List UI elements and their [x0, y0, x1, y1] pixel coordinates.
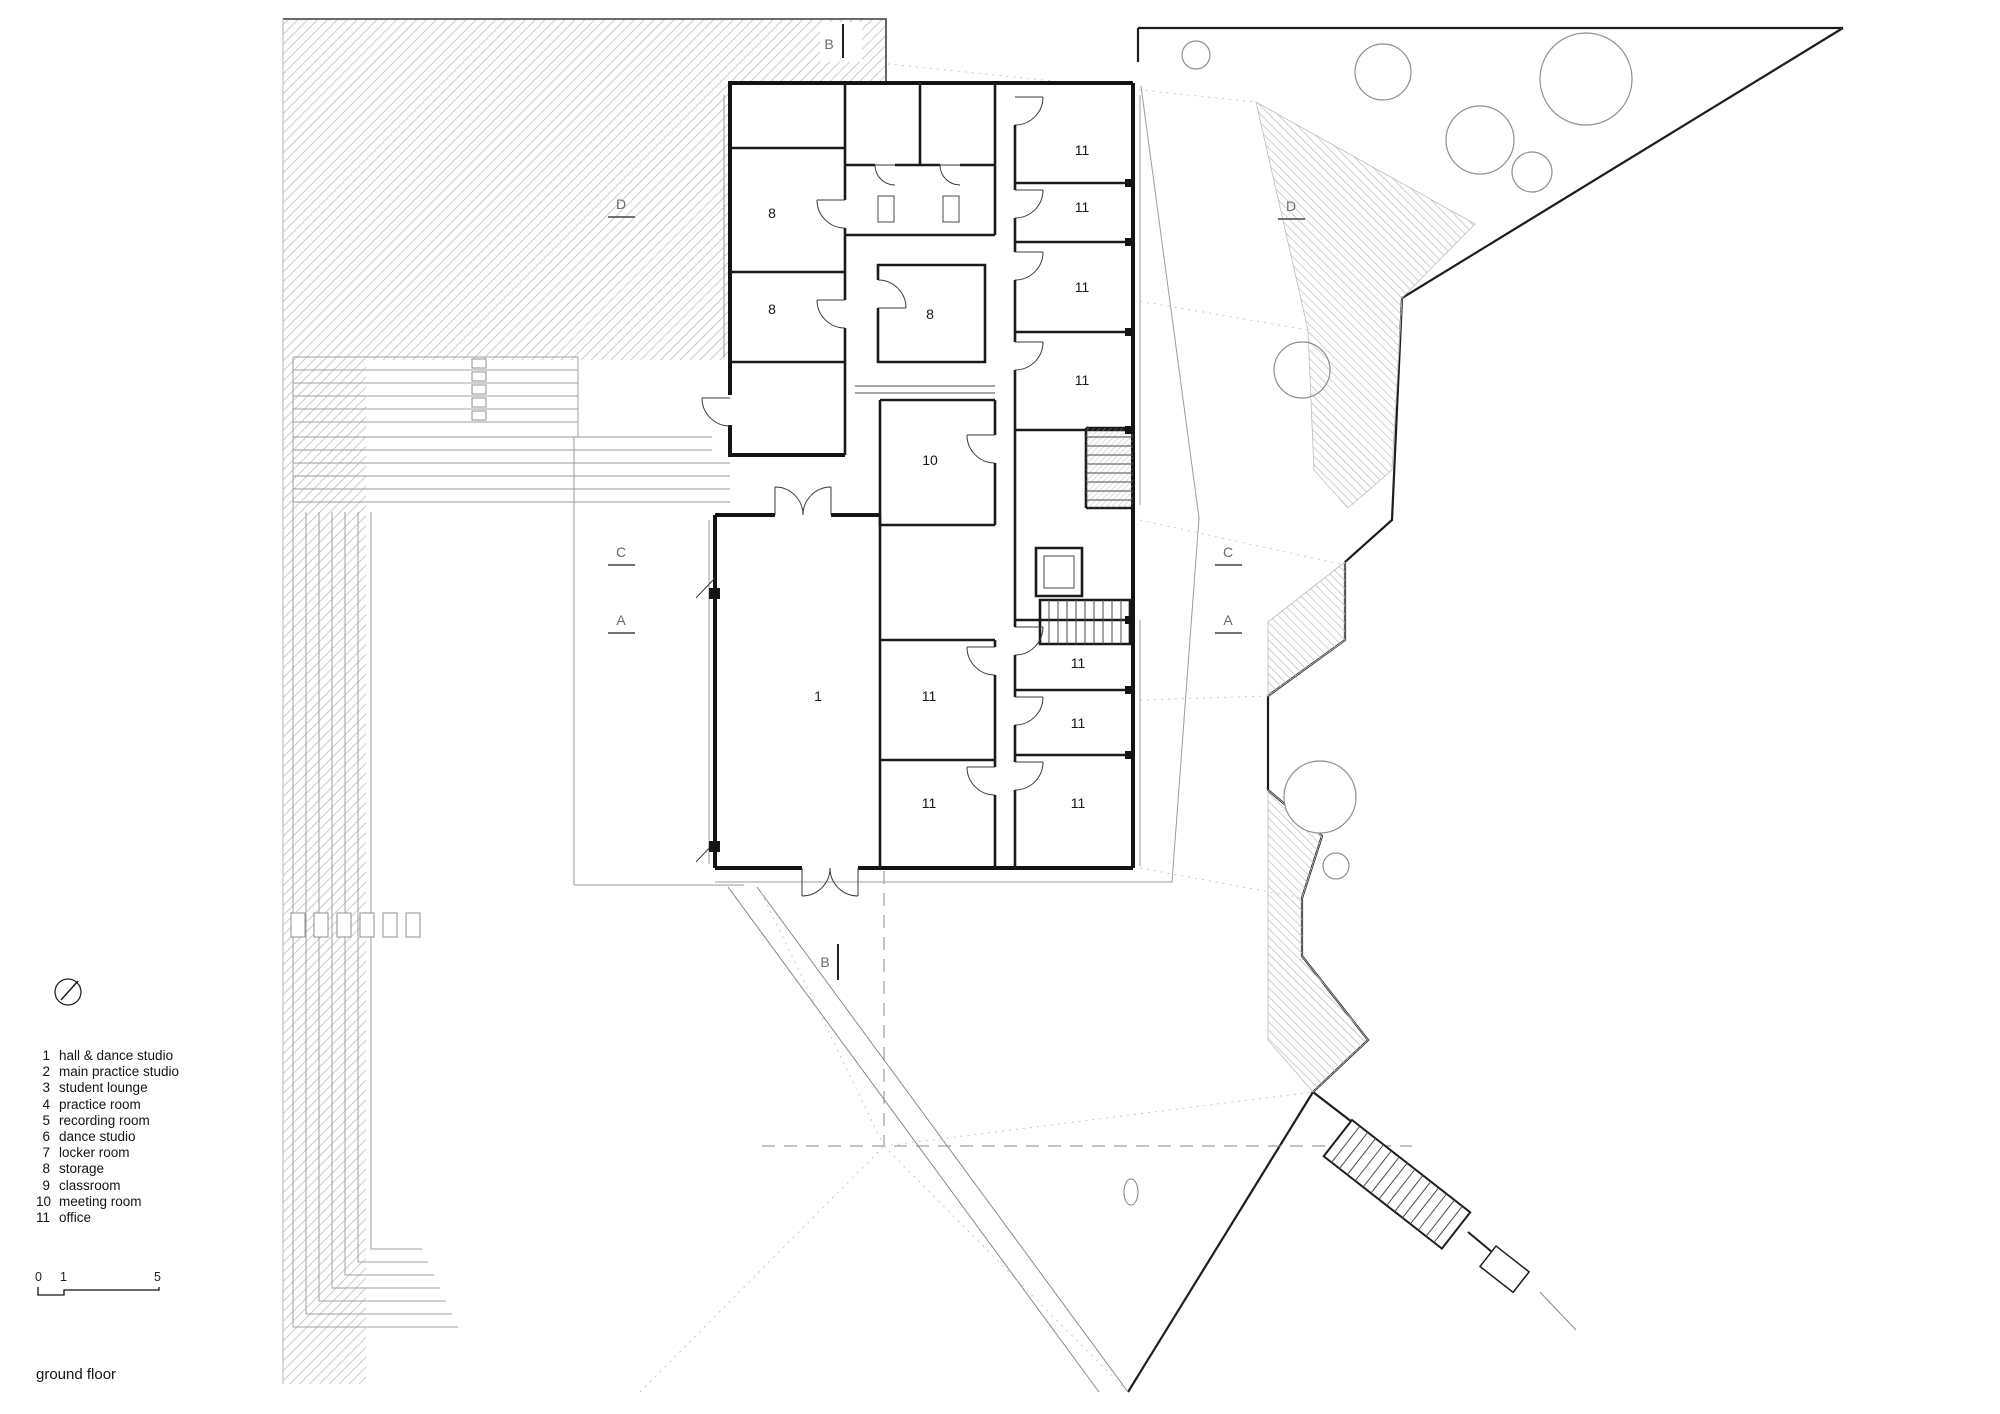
room-label-storage-c: 8: [926, 306, 934, 322]
legend-item: 4 practice room: [36, 1097, 179, 1113]
section-marker-d-right: D: [1286, 198, 1296, 214]
section-markers: B D D C C A A B: [608, 22, 1305, 980]
room-label-office-7: 11: [1071, 715, 1086, 731]
room-label-storage-a: 8: [768, 205, 776, 221]
terrace-steps: [292, 356, 579, 1328]
section-marker-c-right: C: [1223, 544, 1233, 560]
legend-item-number: 7: [42, 1145, 50, 1161]
section-marker-d-left: D: [616, 196, 626, 212]
legend-item-label: classroom: [59, 1177, 121, 1193]
legend-item-number: 9: [42, 1177, 50, 1193]
legend-item-label: storage: [59, 1161, 105, 1177]
stair-secondary: [1048, 600, 1122, 644]
toilet-fixtures: [855, 195, 995, 394]
columns: [709, 179, 1133, 852]
room-labels: 8 8 8 10 11 11 11 11 1 11 11 11 11 11: [768, 142, 1089, 811]
legend-item-label: main practice studio: [59, 1064, 180, 1080]
section-marker-b-bottom: B: [820, 954, 829, 970]
pond-icon: [1322, 852, 1350, 880]
walkway-hatch: [1255, 101, 1476, 1093]
room-label-office-9: 11: [1071, 795, 1086, 811]
legend-item-number: 8: [42, 1161, 50, 1177]
legend-item-number: 2: [42, 1064, 50, 1080]
legend-item: 6 dance studio: [36, 1129, 179, 1145]
north-arrow-icon: [54, 978, 82, 1006]
legend-item-number: 3: [42, 1080, 50, 1096]
room-label-office-5: 11: [922, 688, 937, 704]
tree-icon: [1181, 40, 1211, 70]
plaza-lines: [639, 63, 1412, 1393]
legend-item-label: recording room: [59, 1112, 150, 1128]
site-hatch-area: [282, 18, 887, 1384]
legend-item-label: dance studio: [59, 1129, 136, 1145]
section-marker-a-right: A: [1223, 612, 1233, 628]
legend-item: 8 storage: [36, 1161, 179, 1177]
legend: 1 hall & dance studio 2 main practice stud…: [36, 1048, 179, 1226]
room-label-office-8: 11: [922, 795, 937, 811]
room-label-office-3: 11: [1075, 279, 1090, 295]
legend-item-number: 1: [42, 1048, 50, 1063]
pond-icon: [1283, 760, 1357, 834]
legend-item: 7 locker room: [36, 1145, 179, 1161]
legend-item: 9 classroom: [36, 1178, 179, 1194]
room-label-storage-b: 8: [768, 301, 776, 317]
legend-item: 1 hall & dance studio: [36, 1048, 179, 1064]
tree-circles: [1181, 32, 1633, 880]
room-label-office-6: 11: [1071, 655, 1086, 671]
stair-main: [1086, 428, 1133, 508]
legend-item-label: office: [59, 1210, 92, 1226]
tree-icon: [1511, 151, 1553, 193]
room-label-meeting-room: 10: [922, 452, 938, 468]
legend-item: 5 recording room: [36, 1113, 179, 1129]
legend-item-number: 6: [42, 1129, 50, 1145]
elevator: [1043, 555, 1075, 589]
section-marker-a-left: A: [616, 612, 626, 628]
legend-item-label: hall & dance studio: [59, 1048, 174, 1063]
legend-item: 2 main practice studio: [36, 1064, 179, 1080]
scale-bar: 0 1 5: [35, 1270, 161, 1296]
site-stair: [1322, 1118, 1577, 1331]
legend-item-number: 10: [36, 1193, 52, 1209]
door-swings: [695, 96, 1044, 897]
drawing-title: ground floor: [36, 1366, 117, 1383]
legend-item-label: student lounge: [59, 1080, 148, 1096]
legend-item-label: practice room: [59, 1096, 141, 1112]
scale-tick-0: 0: [35, 1270, 42, 1284]
tree-icon: [1445, 105, 1515, 175]
tree-icon: [1273, 341, 1331, 399]
room-label-hall: 1: [814, 688, 822, 704]
tree-icon: [1354, 43, 1412, 101]
legend-item: 3 student lounge: [36, 1080, 179, 1096]
legend-item-label: locker room: [59, 1145, 130, 1161]
legend-item-label: meeting room: [59, 1193, 142, 1209]
scale-tick-1: 1: [60, 1270, 67, 1284]
tree-icon: [1539, 32, 1633, 126]
legend-item: 11 office: [36, 1210, 179, 1226]
room-label-office-2: 11: [1075, 199, 1090, 215]
scale-tick-5: 5: [154, 1270, 161, 1284]
building: [695, 81, 1200, 897]
legend-item-number: 5: [42, 1112, 50, 1128]
site-boundary: [1127, 26, 1844, 1393]
canopy-outline: [708, 85, 1200, 883]
legend-item: 10 meeting room: [36, 1194, 179, 1210]
legend-item-number: 11: [36, 1210, 51, 1226]
room-label-office-4: 11: [1075, 372, 1090, 388]
section-marker-b-top: B: [824, 36, 833, 52]
room-label-office-1: 11: [1075, 142, 1090, 158]
legend-item-number: 4: [42, 1096, 50, 1112]
building-footprint: [715, 83, 1133, 868]
section-marker-c-left: C: [616, 544, 626, 560]
